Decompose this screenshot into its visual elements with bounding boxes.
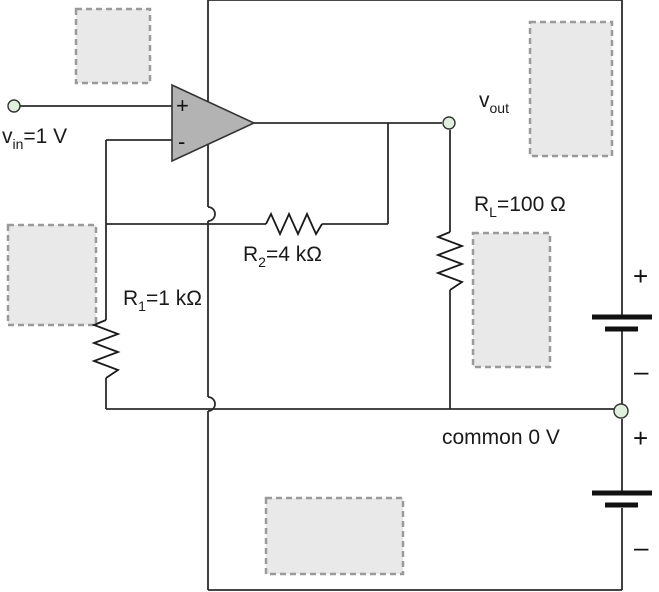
r2-label: R2=4 kΩ xyxy=(243,243,322,270)
output-wires xyxy=(254,122,451,409)
placeholder-box-top-left xyxy=(74,7,152,85)
vin-label: vin=1 V xyxy=(2,125,67,152)
placeholder-box-bottom xyxy=(264,496,405,576)
op-amp-minus-sign: - xyxy=(178,129,185,154)
placeholder-box-rl xyxy=(471,231,552,369)
op-amp-triangle xyxy=(171,83,256,163)
r1-label: R1=1 kΩ xyxy=(123,287,202,314)
battery-top-minus-sign: – xyxy=(634,356,649,386)
battery-top xyxy=(592,314,652,332)
placeholder-box-vout xyxy=(528,20,614,158)
vout-label: vout xyxy=(479,89,509,116)
common-terminal xyxy=(613,403,629,419)
battery-bottom-plus-sign: + xyxy=(633,423,648,453)
vout-terminal xyxy=(442,116,456,130)
feedback-wires xyxy=(105,123,389,409)
battery-bottom xyxy=(592,490,652,508)
rl-resistor xyxy=(435,231,465,291)
battery-top-plus-sign: + xyxy=(633,261,648,291)
op-amp-plus-sign: + xyxy=(176,93,189,118)
placeholder-box-left xyxy=(6,223,98,327)
r2-resistor xyxy=(265,211,323,237)
vin-terminal xyxy=(7,99,21,113)
r1-resistor xyxy=(91,319,121,379)
battery-bottom-minus-sign: – xyxy=(634,532,649,562)
common-label: common 0 V xyxy=(442,426,560,449)
supply-frame xyxy=(207,0,623,591)
rl-label: RL=100 Ω xyxy=(474,193,566,220)
op-amp: + - xyxy=(171,83,256,163)
